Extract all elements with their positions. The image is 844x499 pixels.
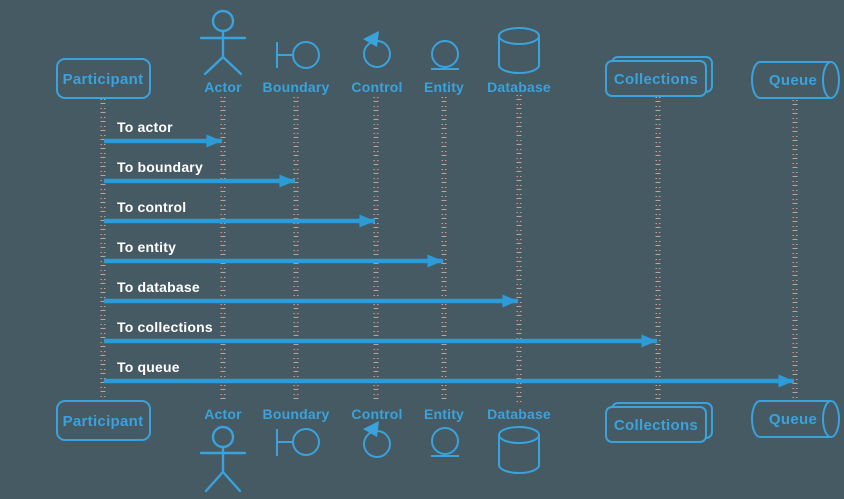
collections-bottom: Collections xyxy=(605,402,713,443)
message-to-collections: To collections xyxy=(104,319,658,348)
message-to-boundary: To boundary xyxy=(104,159,295,188)
control-arrowhead xyxy=(363,31,379,47)
database-top: Database xyxy=(487,27,551,95)
participant-label: Participant xyxy=(63,413,144,430)
message-label: To collections xyxy=(117,319,213,335)
queue-body xyxy=(751,400,831,438)
database-cylinder xyxy=(498,36,540,74)
message-to-queue: To queue xyxy=(104,359,795,388)
message-to-actor: To actor xyxy=(104,119,222,148)
control-arrowhead xyxy=(363,421,379,437)
boundary-bottom: Boundary xyxy=(263,406,330,456)
message-to-entity: To entity xyxy=(104,239,443,268)
collections-label: Collections xyxy=(614,71,698,88)
boundary-top: Boundary xyxy=(263,41,330,95)
database-label: Database xyxy=(487,406,551,422)
queue-label: Queue xyxy=(769,72,817,89)
participant-box xyxy=(56,400,151,441)
actor-leg-left xyxy=(204,470,225,493)
actor-leg-left xyxy=(203,55,225,76)
message-label: To entity xyxy=(117,239,176,255)
actor-leg-right xyxy=(221,470,242,493)
collections-top: Collections xyxy=(605,56,713,97)
message-to-control: To control xyxy=(104,199,375,228)
boundary-circle xyxy=(292,41,320,69)
message-to-database: To database xyxy=(104,279,518,308)
queue-end-ellipse xyxy=(822,400,840,438)
message-label: To database xyxy=(117,279,200,295)
bottom-participants: Participant Actor Boundary Control xyxy=(56,400,840,493)
message-label: To queue xyxy=(117,359,180,375)
lifelines xyxy=(100,95,798,403)
top-participants: Participant Actor Boundary Control xyxy=(56,9,840,99)
queue-label: Queue xyxy=(769,411,817,428)
entity-bottom: Entity xyxy=(424,406,464,457)
participant-bottom: Participant xyxy=(56,400,151,441)
entity-top: Entity xyxy=(424,40,464,95)
actor-icon xyxy=(199,425,247,493)
control-label: Control xyxy=(351,79,402,95)
queue-top: Queue xyxy=(751,61,840,99)
message-label: To actor xyxy=(117,119,173,135)
entity-circle xyxy=(431,40,459,68)
participant-top: Participant xyxy=(56,58,151,99)
boundary-label: Boundary xyxy=(263,406,330,422)
actor-leg-right xyxy=(221,55,243,76)
collections-label: Collections xyxy=(614,417,698,434)
entity-circle xyxy=(431,427,459,455)
message-label: To control xyxy=(117,199,186,215)
actor-label: Actor xyxy=(204,79,242,95)
control-bottom: Control xyxy=(351,406,402,458)
boundary-label: Boundary xyxy=(263,79,330,95)
actor-top: Actor xyxy=(199,9,247,95)
boundary-icon xyxy=(276,428,320,456)
messages: To actor To boundary To control To entit… xyxy=(104,119,795,388)
collections-front-box xyxy=(605,60,707,97)
database-label: Database xyxy=(487,79,551,95)
boundary-icon xyxy=(276,41,320,69)
participant-box xyxy=(56,58,151,99)
boundary-circle xyxy=(292,428,320,456)
actor-label: Actor xyxy=(204,406,242,422)
message-label: To boundary xyxy=(117,159,203,175)
database-cylinder xyxy=(498,435,540,474)
database-bottom: Database xyxy=(487,406,551,474)
queue-body xyxy=(751,61,831,99)
participant-label: Participant xyxy=(63,71,144,88)
actor-bottom: Actor xyxy=(199,406,247,493)
control-top: Control xyxy=(351,31,402,95)
actor-icon xyxy=(199,9,247,76)
collections-front-box xyxy=(605,406,707,443)
control-label: Control xyxy=(351,406,402,422)
queue-end-ellipse xyxy=(822,61,840,99)
queue-bottom: Queue xyxy=(751,400,840,438)
entity-label: Entity xyxy=(424,406,464,422)
entity-label: Entity xyxy=(424,79,464,95)
